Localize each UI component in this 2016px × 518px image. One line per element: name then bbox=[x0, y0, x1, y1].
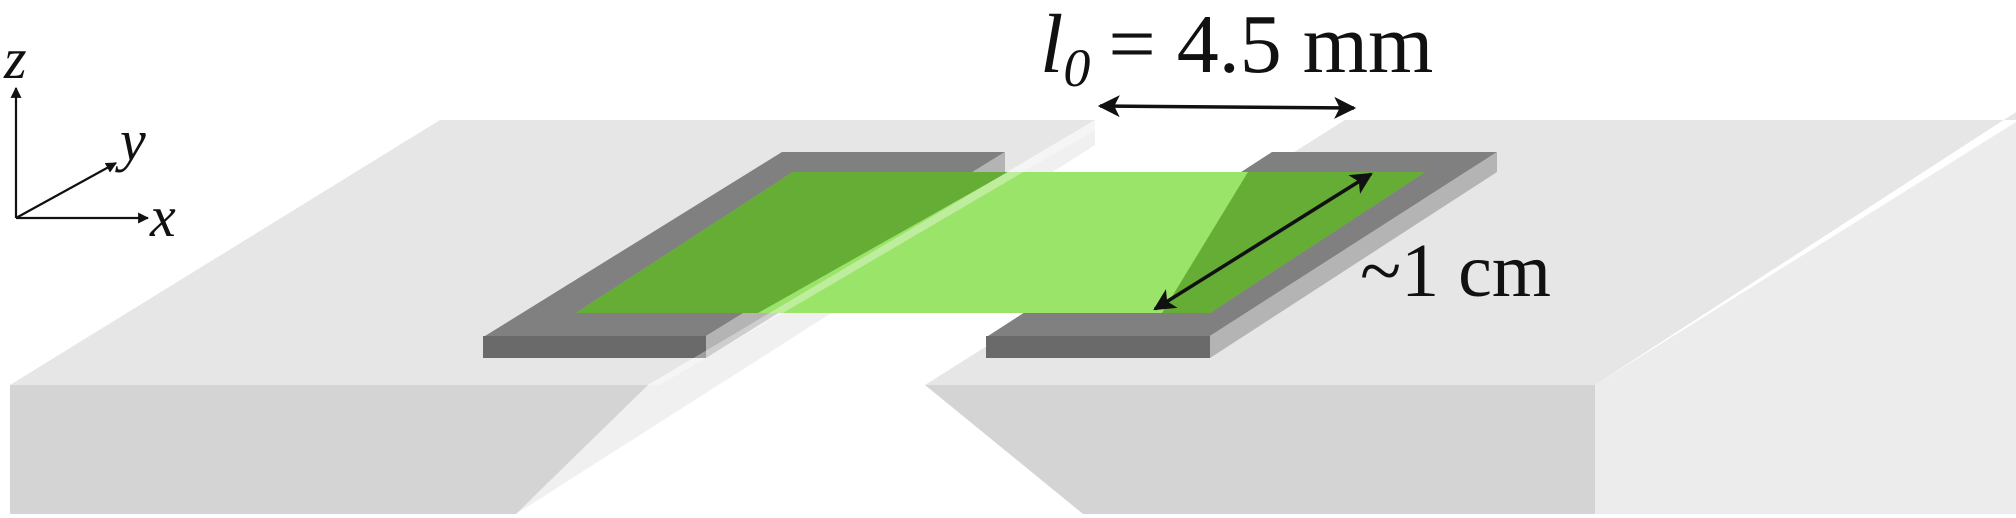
gap-length-dimension: l0 = 4.5 mm bbox=[1040, 0, 1433, 119]
gap-length-subscript: 0 bbox=[1063, 38, 1090, 98]
gap-length-arrow bbox=[1097, 95, 1357, 119]
gap-length-value: = 4.5 mm bbox=[1108, 0, 1433, 91]
right-electrode-front bbox=[986, 336, 1210, 358]
coordinate-axes: z y x bbox=[3, 26, 176, 249]
y-axis-label: y bbox=[115, 108, 146, 173]
left-electrode-front bbox=[483, 336, 706, 358]
left-block-front-face bbox=[10, 385, 648, 514]
gap-length-symbol: l bbox=[1040, 0, 1063, 91]
left-block-edge-overlay bbox=[648, 120, 1095, 385]
y-axis-arrow bbox=[15, 162, 117, 219]
film-on-left-electrode bbox=[576, 172, 1008, 313]
z-axis-label: z bbox=[3, 26, 27, 91]
film-width-arrow bbox=[1153, 172, 1373, 311]
film-width-dimension: ~1 cm bbox=[1153, 172, 1551, 313]
x-axis-label: x bbox=[149, 184, 176, 249]
right-block-side-face bbox=[1595, 122, 2016, 514]
gap-length-label: l0 = 4.5 mm bbox=[1040, 0, 1433, 98]
film-width-label: ~1 cm bbox=[1360, 229, 1551, 313]
right-block-front-face bbox=[925, 385, 1595, 514]
